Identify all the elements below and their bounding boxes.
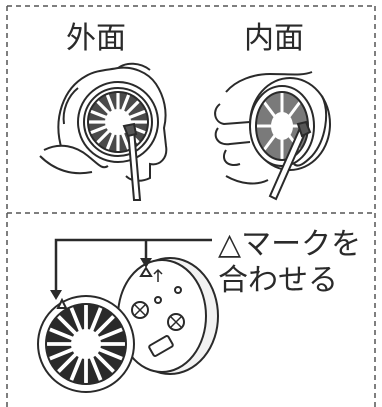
alignment-leader-lines: [50, 238, 212, 300]
align-mark-label-line1: △マークを: [218, 227, 362, 262]
align-mark-label-line2: 合わせる: [218, 263, 338, 298]
hand-wiping-filter-inner-icon: [214, 71, 331, 201]
outer-surface-label: 外面: [66, 21, 126, 56]
hand-wiping-filter-outer-icon: [39, 62, 168, 201]
filter-cartridge-align-icon: [37, 257, 219, 393]
inner-surface-label: 内面: [244, 21, 304, 56]
dashed-frame: [6, 5, 376, 407]
